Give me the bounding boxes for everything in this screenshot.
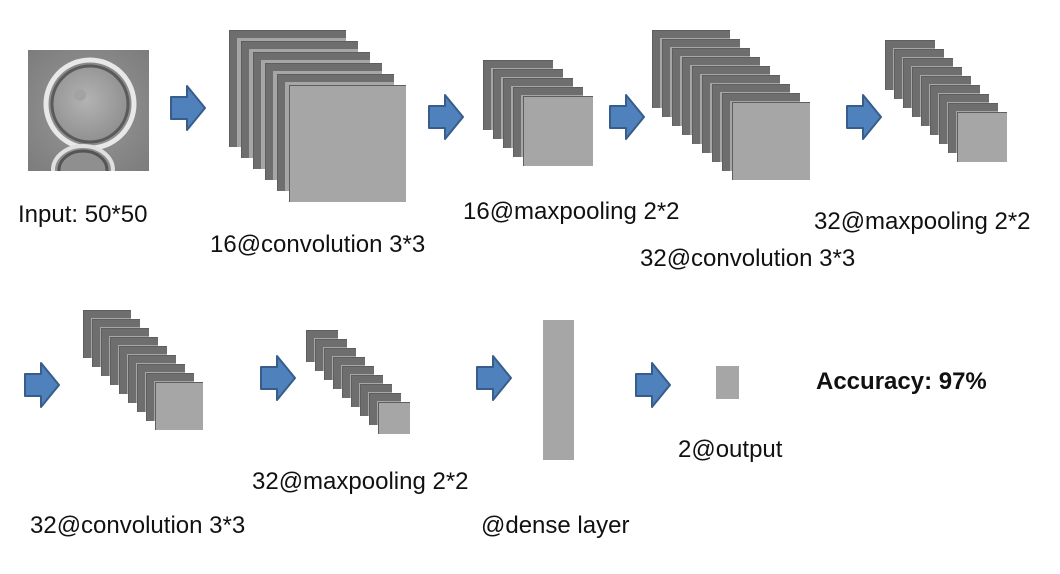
arrow-icon bbox=[428, 93, 464, 141]
arrow-icon bbox=[170, 84, 206, 132]
feature-map bbox=[155, 382, 203, 430]
input-label: Input: 50*50 bbox=[18, 201, 148, 228]
arrow-icon bbox=[635, 361, 671, 409]
conv2-label: 32@convolution 3*3 bbox=[640, 245, 856, 272]
output-node bbox=[716, 366, 739, 399]
feature-map bbox=[523, 96, 593, 166]
conv3-label: 32@convolution 3*3 bbox=[30, 512, 246, 539]
dense-label: @dense layer bbox=[481, 512, 630, 539]
accuracy-label: Accuracy: 97% bbox=[816, 368, 987, 395]
feature-map bbox=[957, 112, 1007, 162]
arrow-icon bbox=[846, 93, 882, 141]
arrow-icon bbox=[476, 354, 512, 402]
pool3-label: 32@maxpooling 2*2 bbox=[252, 468, 469, 495]
output-label: 2@output bbox=[678, 436, 783, 463]
feature-map bbox=[378, 402, 410, 434]
dense-layer-bar bbox=[543, 320, 574, 460]
pool2-label: 32@maxpooling 2*2 bbox=[814, 208, 1031, 235]
feature-map bbox=[289, 85, 406, 202]
arrow-icon bbox=[609, 93, 645, 141]
feature-map bbox=[732, 102, 810, 180]
pool1-label: 16@maxpooling 2*2 bbox=[463, 198, 680, 225]
arrow-icon bbox=[260, 354, 296, 402]
conv1-label: 16@convolution 3*3 bbox=[210, 231, 426, 258]
input-cell-image bbox=[28, 50, 149, 196]
arrow-icon bbox=[24, 361, 60, 409]
